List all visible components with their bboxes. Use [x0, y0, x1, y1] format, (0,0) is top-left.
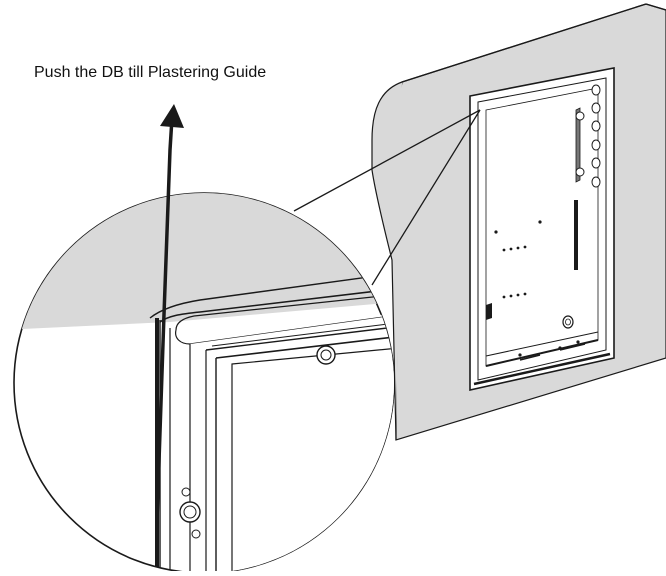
arrow-up-icon [155, 104, 184, 521]
knockout-holes [591, 84, 601, 188]
distribution-board [469, 67, 615, 391]
magnified-detail [13, 192, 395, 574]
instruction-label: Push the DB till Plastering Guide [34, 64, 267, 81]
magnifier-leader-lines [293, 109, 481, 286]
